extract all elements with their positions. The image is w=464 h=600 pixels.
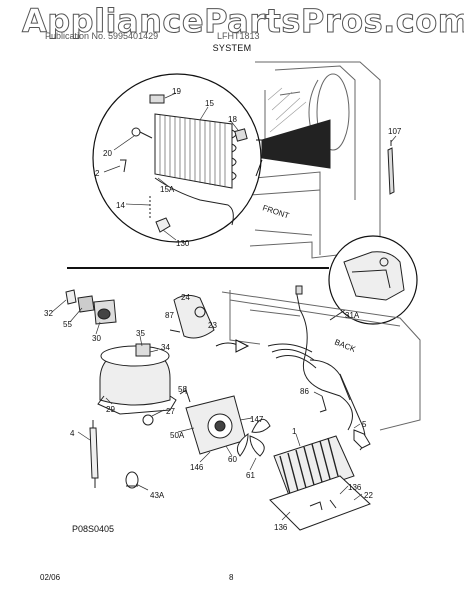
label-18: 18 — [228, 115, 237, 124]
compressor — [97, 343, 177, 426]
condenser-coil-bottom — [269, 435, 371, 531]
label-19: 19 — [172, 87, 181, 96]
small-parts-magnifier — [120, 94, 248, 233]
label-4: 4 — [70, 429, 75, 438]
label-front: FRONT — [261, 203, 290, 220]
filter-drier — [89, 420, 99, 488]
parts-24-87-23 — [169, 294, 215, 339]
label-34: 34 — [161, 343, 170, 352]
cabinet-hatching — [267, 87, 307, 133]
label-15: 15 — [205, 99, 214, 108]
label-130: 130 — [176, 239, 190, 248]
label-146: 146 — [190, 463, 204, 472]
label-30: 30 — [92, 334, 101, 343]
label-60: 60 — [228, 455, 237, 464]
label-32: 32 — [44, 309, 53, 318]
label-107: 107 — [388, 127, 402, 136]
label-86: 86 — [300, 387, 309, 396]
label-35: 35 — [136, 329, 145, 338]
label-50a: 50A — [170, 431, 185, 440]
label-20: 20 — [103, 149, 112, 158]
cabinet-back-outline — [221, 290, 421, 431]
fan-blade — [236, 418, 271, 457]
watermark: AppliancePartsPros.com — [22, 2, 464, 41]
parts-32-55-30 — [65, 289, 117, 325]
section-title: SYSTEM — [212, 43, 252, 53]
label-147: 147 — [250, 415, 264, 424]
label-136-bottom: 136 — [274, 523, 288, 532]
label-1: 1 — [292, 427, 297, 436]
label-22: 22 — [364, 491, 373, 500]
magnifier-circle-31a — [328, 235, 418, 325]
condenser-coil-top — [149, 113, 237, 226]
leader-lines-bottom — [51, 299, 363, 521]
arrow-head — [235, 339, 250, 353]
model-number: LFHT1813 — [217, 31, 260, 41]
grommet — [125, 471, 139, 489]
label-27: 27 — [166, 407, 175, 416]
label-61: 61 — [246, 471, 255, 480]
label-5: 5 — [362, 420, 367, 429]
label-31a: 31A — [345, 311, 360, 320]
label-136-right: 136 — [348, 483, 362, 492]
label-23: 23 — [208, 321, 217, 330]
diagram-code: P08S0405 — [72, 524, 115, 534]
footer-date: 02/06 — [40, 573, 61, 582]
fan-motor — [179, 389, 247, 455]
label-14: 14 — [116, 201, 125, 210]
publication-number: Publication No. 5995401429 — [45, 31, 159, 41]
label-24: 24 — [181, 293, 190, 302]
label-87: 87 — [165, 311, 174, 320]
label-43a: 43A — [150, 491, 165, 500]
page-number: 8 — [229, 573, 234, 582]
leader-lines-top — [103, 92, 397, 241]
label-15a: 15A — [160, 185, 175, 194]
bracket-107 — [387, 140, 395, 195]
label-55: 55 — [63, 320, 72, 329]
air-duct-shadow — [261, 119, 331, 169]
label-2: 2 — [95, 169, 100, 178]
label-29: 29 — [106, 405, 115, 414]
refrigerant-tubing — [267, 285, 371, 451]
label-back: BACK — [333, 338, 357, 355]
label-58: 58 — [178, 385, 187, 394]
page-header: AppliancePartsPros.com Publication No. 5… — [0, 0, 464, 58]
